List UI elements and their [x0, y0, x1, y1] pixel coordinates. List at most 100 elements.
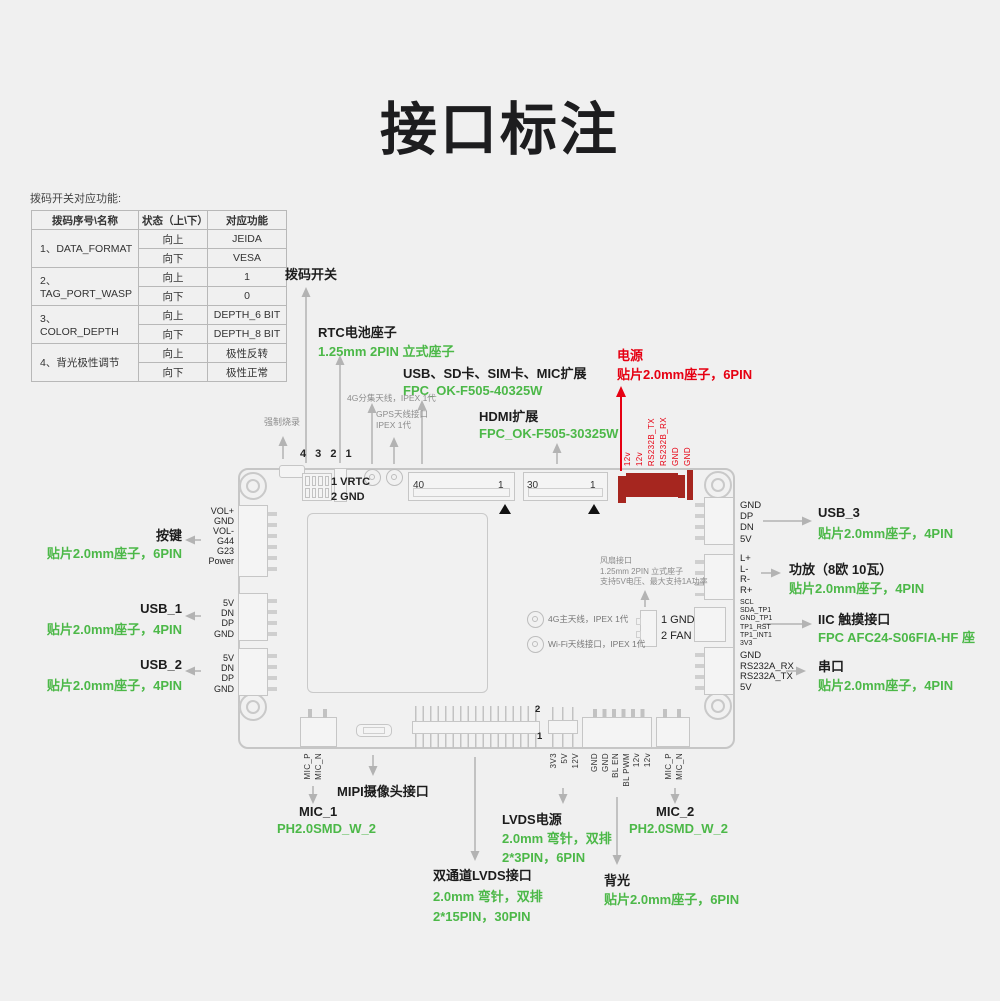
lvds-power-pins-top — [552, 707, 576, 720]
label-fan-pins: 1 GND 2 FAN — [661, 614, 695, 642]
backlight-connector-pins — [593, 709, 647, 718]
func-down: 极性正常 — [207, 362, 287, 382]
label-force-burn: 强制烧录 — [264, 417, 301, 427]
fan-connector — [640, 610, 657, 647]
label-iic-title: IIC 触摸接口 — [818, 612, 891, 627]
dip-switch-block — [302, 473, 332, 501]
label-lvds-title: 双通道LVDS接口 — [433, 868, 532, 883]
pin-label: GND — [683, 447, 692, 466]
usb3-pin-labels: GND DP DN 5V — [740, 500, 762, 545]
fpc40-pin40: 40 — [413, 480, 425, 491]
power-pin-labels: 12v 12v RS232B_TX RS232B_RX GND GND — [623, 408, 692, 466]
label-wifi-antenna: Wi-Fi天线接口，IPEX 1代 — [548, 639, 646, 649]
state-down: 向下 — [138, 248, 208, 268]
fpc30-pin30: 30 — [527, 480, 539, 491]
dip-switch-function-table: 拨码序号\名称 状态（上\下） 对应功能 1、DATA_FORMAT 向上 JE… — [31, 210, 287, 382]
mipi-camera-connector-slot — [363, 727, 385, 734]
pin-label: 12v — [642, 753, 652, 768]
backlight-pin-labels: GND GND BL EN BL PWM 12v 12v — [590, 753, 652, 787]
label-vrtc-pins: 1 VRTC 2 GND — [331, 476, 371, 503]
uart-connector — [704, 647, 734, 695]
keys-connector — [238, 505, 268, 577]
mic1-connector — [300, 717, 337, 747]
table-row: 向下 极性正常 — [32, 362, 287, 382]
keys-pin-labels: VOL+ GND VOL- G44 G23 Power — [208, 506, 234, 566]
label-mic1-sub: PH2.0SMD_W_2 — [277, 821, 376, 836]
table-row: 3、COLOR_DEPTH 向上 DEPTH_6 BIT — [31, 305, 287, 344]
label-usb3-title: USB_3 — [818, 505, 860, 520]
power-connector — [626, 473, 678, 497]
row-name: 3、COLOR_DEPTH — [31, 305, 139, 344]
func-down: VESA — [207, 248, 287, 268]
table-row: 2、TAG_PORT_WASP 向上 1 — [31, 267, 287, 306]
iic-touch-connector — [694, 607, 726, 642]
func-down: 0 — [207, 286, 287, 306]
power-connector — [687, 470, 693, 500]
label-power-sub: 贴片2.0mm座子，6PIN — [617, 367, 753, 382]
state-up: 向上 — [138, 343, 208, 363]
label-fan-note: 风扇接口 1.25mm 2PIN 立式座子 支持5V电压、最大支持1A功率 — [600, 556, 708, 586]
label-power-title: 电源 — [617, 348, 644, 363]
state-down: 向下 — [138, 362, 208, 382]
label-amp-title: 功放（8欧 10瓦） — [789, 562, 893, 577]
pin-label: GND — [671, 447, 680, 466]
backlight-connector — [582, 717, 652, 748]
mic2-connector-pins — [663, 709, 684, 718]
mic1-pin-labels: MIC_P MIC_N — [303, 753, 323, 780]
label-mipi-camera: MIPI摄像头接口 — [337, 784, 429, 799]
force-burn-button — [279, 465, 305, 478]
label-rtc-sub: 1.25mm 2PIN 立式座子 — [318, 344, 455, 359]
mic2-pin-labels: MIC_P MIC_N — [664, 753, 684, 780]
label-4g-main-antenna: 4G主天线，IPEX 1代 — [548, 614, 629, 624]
power-connector — [678, 475, 685, 498]
col-header-state: 状态（上\下） — [138, 210, 208, 230]
label-iic-sub: FPC AFC24-S06FIA-HF 座 — [818, 630, 975, 645]
label-backlight-title: 背光 — [604, 873, 631, 888]
pin-label: 12V — [571, 753, 580, 769]
pin-label: MIC_P — [664, 753, 673, 780]
mic2-connector — [656, 717, 690, 747]
label-gps-antenna: GPS天线接口 IPEX 1代 — [376, 409, 428, 430]
label-hdmi-sub: FPC_OK-F505-30325W — [479, 426, 619, 441]
usb2-connector-pins — [268, 654, 277, 692]
fpc-30pin-latch — [528, 488, 603, 497]
label-lvds-power-sub2: 2*3PIN，6PIN — [502, 850, 586, 865]
ipex-antenna-connector-wifi — [527, 636, 544, 653]
cpu-chip — [307, 513, 488, 693]
state-up: 向上 — [138, 267, 208, 287]
label-lvds-sub1: 2.0mm 弯针，双排 — [433, 889, 543, 904]
col-header-function: 对应功能 — [207, 210, 287, 230]
label-uart-title: 串口 — [818, 659, 845, 674]
label-lvds-power-sub1: 2.0mm 弯针，双排 — [502, 831, 612, 846]
lvds-header-pins-bottom — [415, 734, 537, 748]
label-uart-sub: 贴片2.0mm座子，4PIN — [818, 678, 954, 693]
func-up: 极性反转 — [207, 343, 287, 363]
uart-pin-labels: GND RS232A_RX RS232A_TX 5V — [740, 650, 794, 693]
pin-label: RS232B_TX — [647, 417, 656, 466]
pin-label: MIC_N — [314, 753, 323, 780]
fan-connector-pin — [636, 631, 641, 638]
table-row: 1、DATA_FORMAT 向上 JEIDA — [31, 229, 287, 268]
pin-label: 12v — [623, 451, 632, 466]
usb1-connector — [238, 593, 268, 641]
pin-label: 3V3 — [549, 753, 558, 769]
usb3-connector-pins — [695, 503, 704, 541]
dip-table-caption: 拨码开关对应功能: — [30, 193, 122, 205]
label-backlight-sub: 贴片2.0mm座子，6PIN — [604, 892, 740, 907]
usb3-connector — [704, 497, 734, 545]
mounting-hole — [239, 693, 267, 721]
rtc-battery-connector — [334, 468, 347, 502]
func-up: DEPTH_6 BIT — [207, 305, 287, 325]
func-up: JEIDA — [207, 229, 287, 249]
pin-label: 12v — [632, 753, 641, 768]
amplifier-connector — [704, 554, 734, 600]
lvds-header-pins-top — [415, 706, 537, 721]
fpc40-pin1: 1 — [498, 480, 504, 491]
table-row: 4、背光极性调节 向上 极性反转 — [31, 343, 287, 382]
label-amp-sub: 贴片2.0mm座子，4PIN — [789, 581, 925, 596]
amp-pin-labels: L+ L- R- R+ — [740, 553, 753, 596]
label-keys-title: 按键 — [155, 528, 182, 543]
page-title: 接口标注 — [380, 98, 620, 162]
ipex-antenna-connector-4g-div — [364, 469, 381, 486]
